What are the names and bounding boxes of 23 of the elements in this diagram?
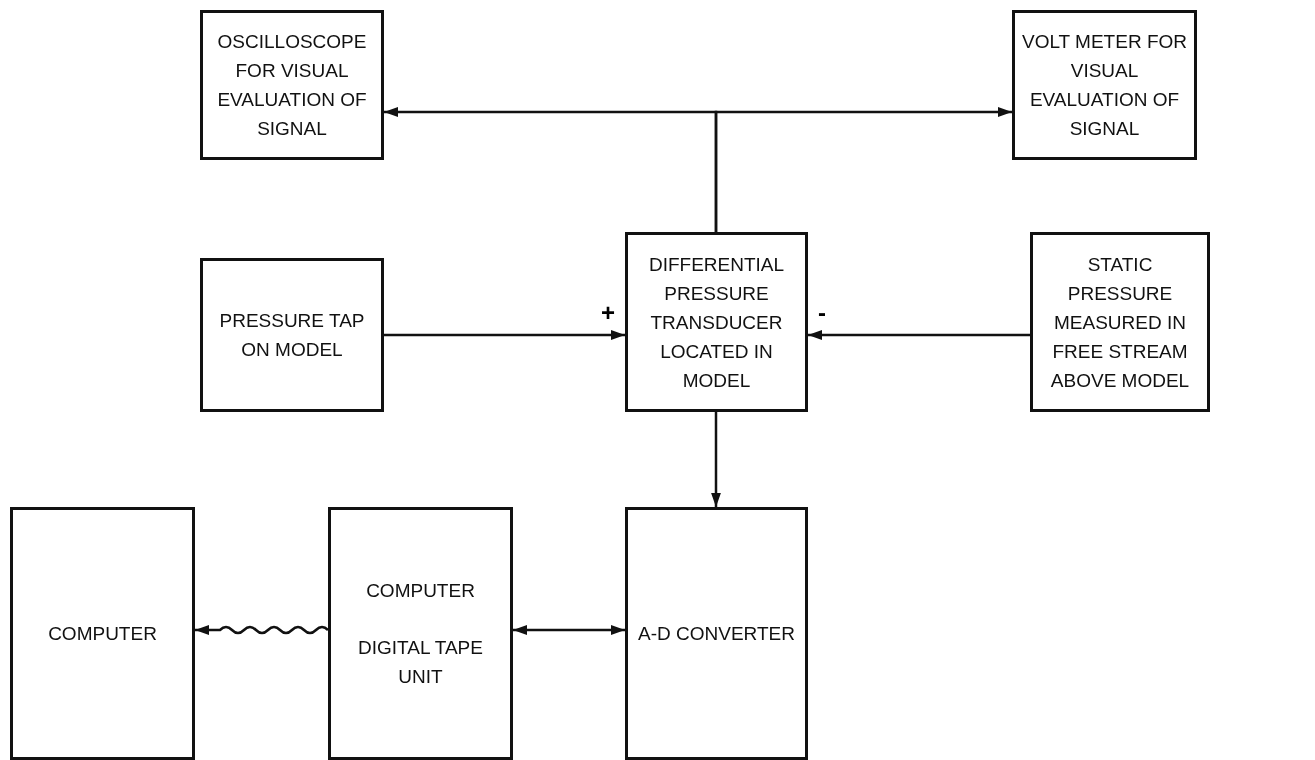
arrow	[513, 625, 625, 635]
box-text: STATIC PRESSURE MEASURED IN FREE STREAM ABOVE MODEL	[1049, 252, 1191, 393]
arrow	[714, 107, 1012, 232]
process-box	[1012, 10, 1197, 160]
box-text: COMPUTER	[48, 622, 157, 646]
box-text: DIFFERENTIAL PRESSURE TRANSDUCER LOCATED IN MODEL	[647, 252, 786, 393]
process-box	[200, 10, 384, 160]
box-text: DIGITAL TAPE UNIT	[357, 636, 484, 689]
process-box	[328, 507, 513, 760]
arrow	[808, 330, 1030, 340]
process-box	[625, 507, 808, 760]
box-text: VOLT METER FOR VISUAL EVALUATION OF SIGNAL	[1020, 30, 1188, 141]
arrow	[195, 625, 329, 635]
box-text: A-D CONVERTER	[638, 622, 795, 646]
process-box	[625, 232, 808, 412]
process-box	[10, 507, 195, 760]
process-box	[200, 258, 384, 412]
box-text: COMPUTER	[366, 579, 475, 603]
box-text: PRESSURE TAP ON MODEL	[218, 309, 366, 362]
box-text: OSCILLOSCOPE FOR VISUAL EVALUATION OF SIGNAL	[216, 30, 368, 141]
arrow	[711, 412, 721, 507]
process-box	[1030, 232, 1210, 412]
arrow	[384, 330, 625, 340]
